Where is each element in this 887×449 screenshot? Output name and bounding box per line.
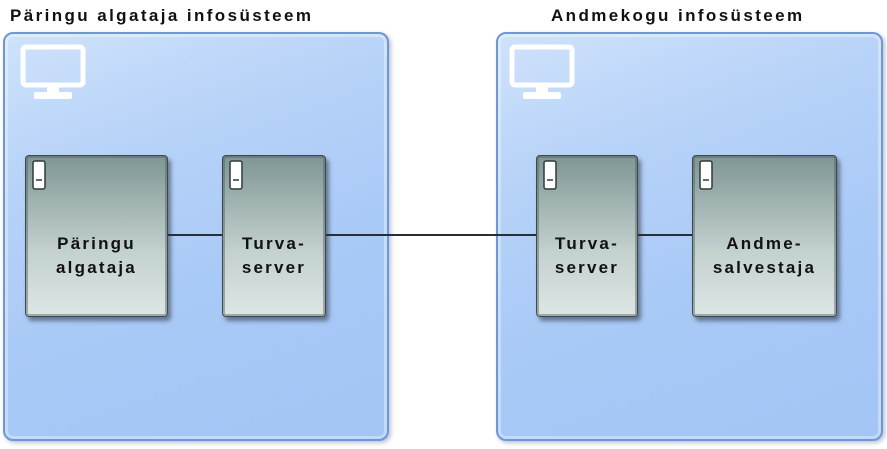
connector-initiator-to-security-server (168, 234, 222, 236)
node-label: Turva- server (554, 234, 620, 277)
computer-monitor-icon (20, 44, 86, 99)
left-system-title: Päringu algataja infosüsteem (10, 6, 314, 25)
computer-monitor-icon (509, 44, 575, 99)
connector-security-server-to-storage (638, 234, 692, 236)
server-tower-icon (32, 160, 46, 190)
node-label: Päringu algataja (56, 234, 137, 277)
server-tower-icon (543, 160, 557, 190)
server-tower-icon (229, 160, 243, 190)
node-left-security-server: Turva- server (222, 155, 326, 317)
connector-security-servers (326, 234, 536, 236)
node-data-storage: Andme- salvestaja (692, 155, 837, 317)
node-request-initiator: Päringu algataja (25, 155, 168, 317)
node-label: Turva- server (241, 234, 307, 277)
right-system-title: Andmekogu infosüsteem (551, 6, 805, 25)
node-right-security-server: Turva- server (536, 155, 638, 317)
node-label: Andme- salvestaja (712, 234, 817, 277)
server-tower-icon (699, 160, 713, 190)
